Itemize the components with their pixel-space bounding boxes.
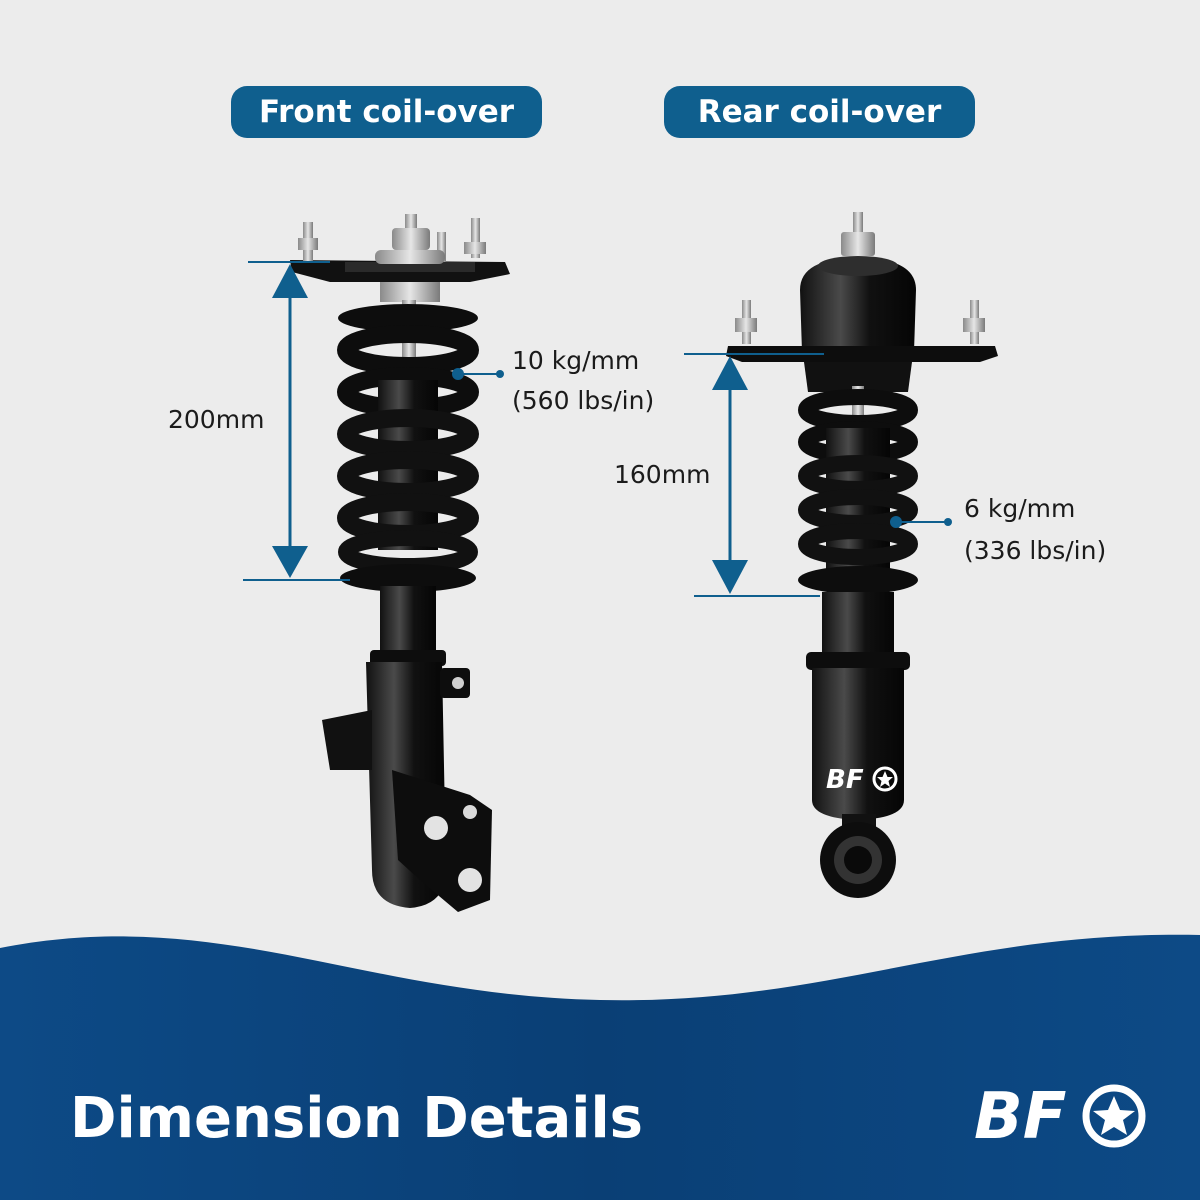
footer-title: Dimension Details [70, 1086, 643, 1151]
front-coilover-image [290, 214, 510, 912]
front-spring-rate: 10 kg/mm [512, 346, 640, 375]
rear-coilover-image: BF [726, 212, 998, 898]
footer-wave [0, 934, 1200, 1200]
rear-spring-rate: 6 kg/mm [964, 494, 1076, 523]
rear-spring-rate-imperial: (336 lbs/in) [964, 536, 1107, 565]
front-coilover-label: Front coil-over [231, 86, 542, 138]
rear-dimension-arrow [684, 353, 824, 597]
front-dimension-label: 200mm [168, 405, 265, 434]
front-dimension-arrow [243, 261, 350, 581]
rear-dimension-label: 160mm [614, 460, 711, 489]
brand-star-icon [1082, 1084, 1146, 1148]
brand-logo: BF [974, 1080, 1146, 1154]
rear-coilover-label: Rear coil-over [664, 86, 975, 138]
front-spring-pointer [452, 368, 504, 380]
rear-spring-pointer [890, 516, 952, 528]
front-spring-rate-imperial: (560 lbs/in) [512, 386, 655, 415]
shock-logo-text: BF [826, 765, 864, 795]
brand-logo-text: BF [974, 1080, 1067, 1154]
